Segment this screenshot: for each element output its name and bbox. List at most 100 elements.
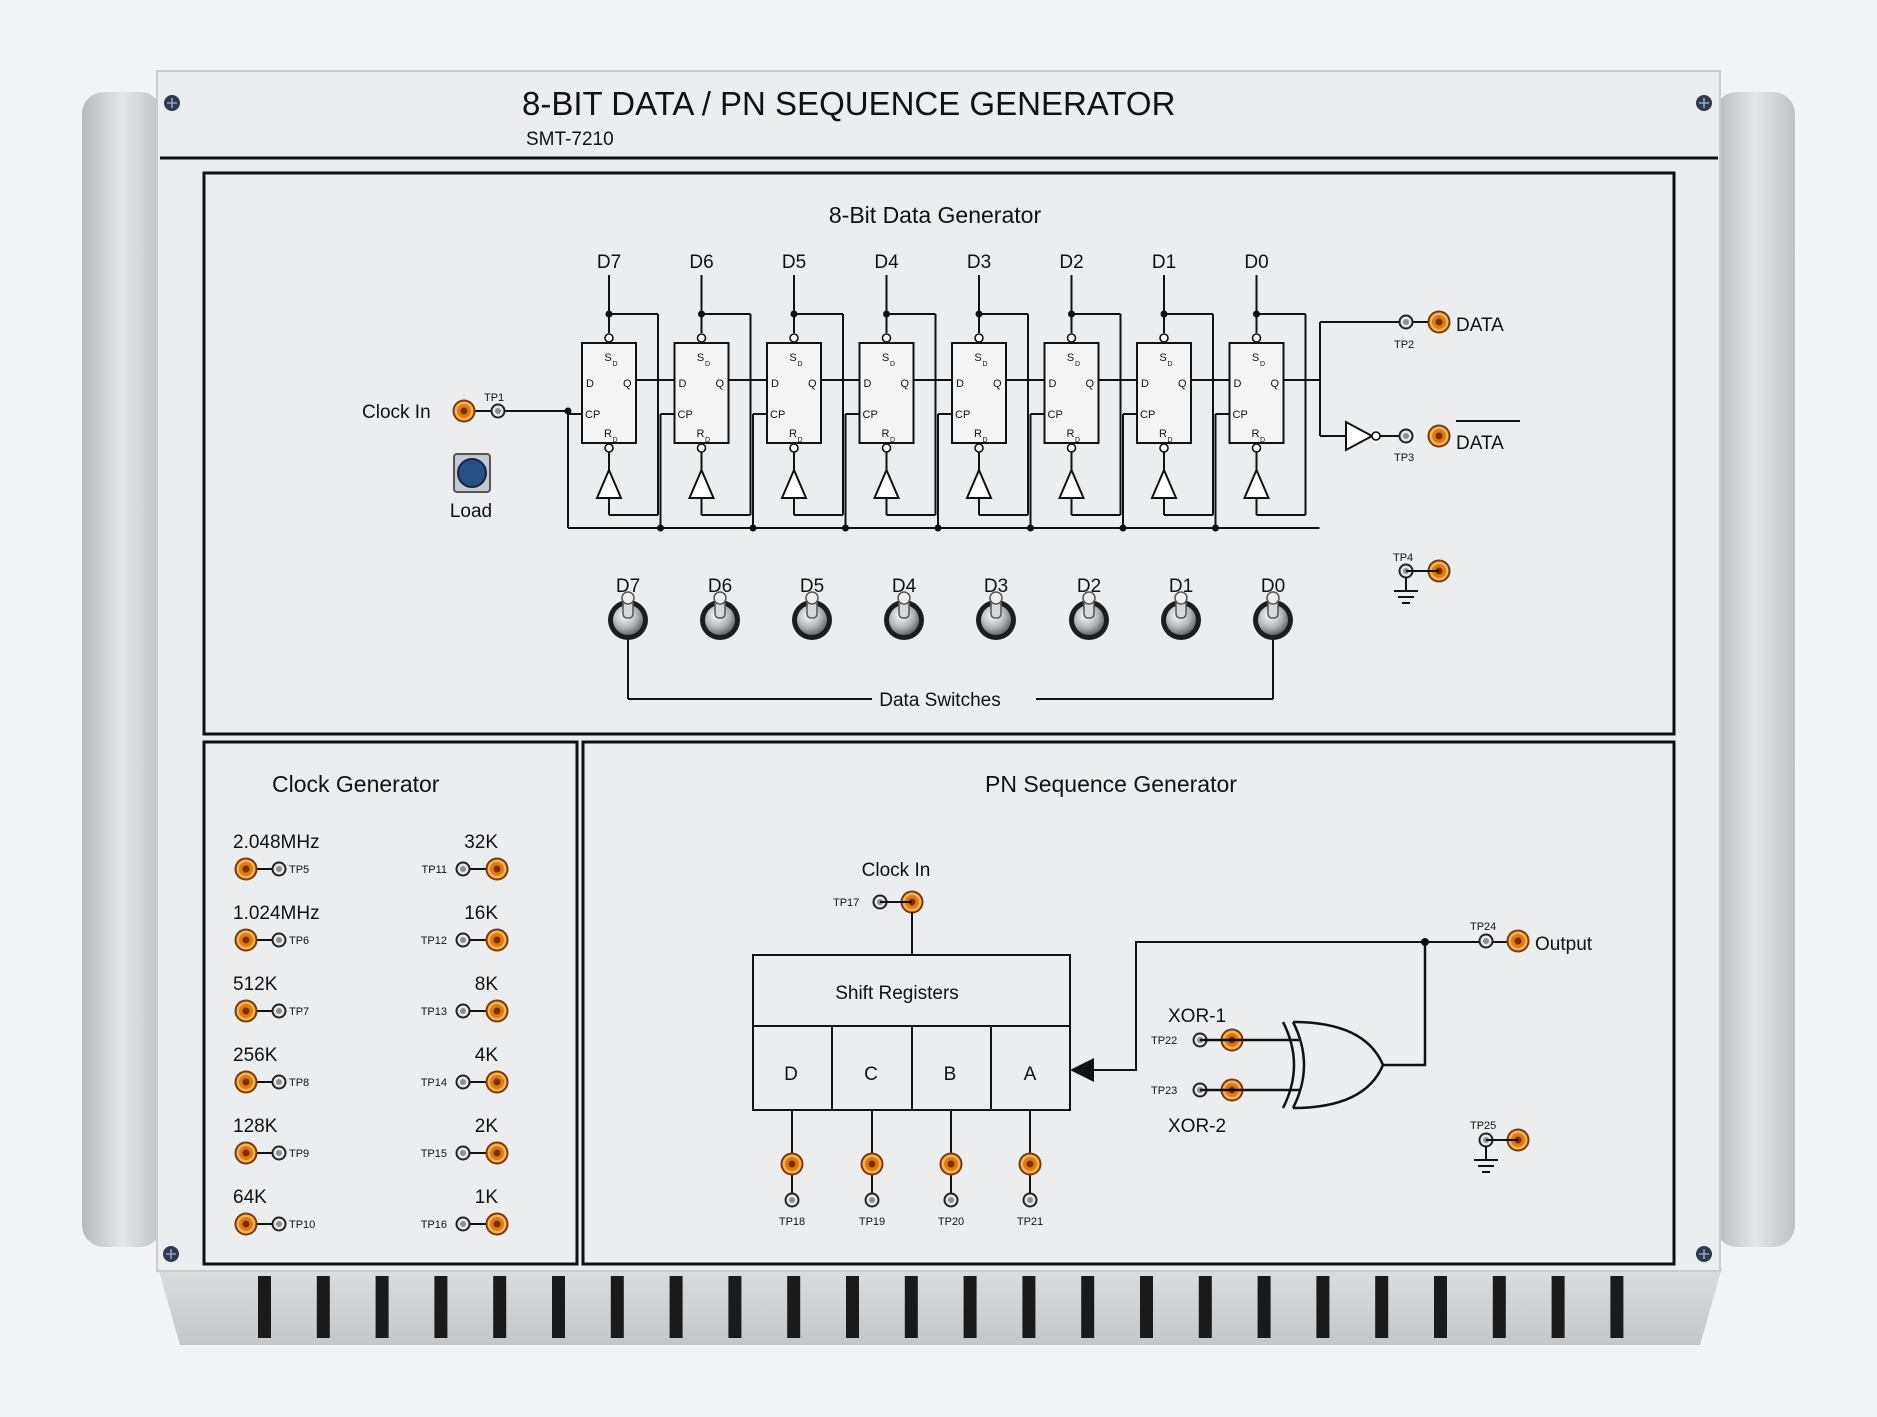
clock-freq-label: 4K (475, 1045, 499, 1066)
vent-slot (258, 1276, 271, 1338)
shift-testpoint[interactable] (784, 1192, 800, 1208)
rd-pin-sub: D (797, 437, 802, 444)
clock-output-jack[interactable] (485, 1141, 509, 1165)
cp-pin: CP (1048, 409, 1063, 421)
toggle-switch-d1[interactable] (1161, 591, 1201, 640)
clock-testpoint[interactable] (271, 1145, 287, 1161)
toggle-switch-d6[interactable] (700, 591, 740, 640)
d-pin: D (1141, 378, 1149, 390)
sd-pin-sub: D (797, 361, 802, 368)
toggle-switch-d0[interactable] (1253, 591, 1293, 640)
clock-output-jack[interactable] (234, 999, 258, 1023)
toggle-switch-d7[interactable] (608, 591, 648, 640)
q-pin: Q (1086, 378, 1095, 390)
q-pin: Q (1271, 378, 1280, 390)
clock-testpoint[interactable] (271, 932, 287, 948)
clock-freq-label: 512K (233, 974, 278, 995)
xor-gate-icon (1200, 942, 1427, 1110)
clock-freq-label: 64K (233, 1187, 267, 1208)
clock-output-jack[interactable] (485, 999, 509, 1023)
clock-testpoint[interactable] (271, 1003, 287, 1019)
rd-pin-sub: D (1260, 437, 1265, 444)
vent-slot (1022, 1276, 1036, 1338)
clock-testpoint[interactable] (455, 1216, 471, 1232)
clock-testpoint[interactable] (455, 1074, 471, 1090)
q-pin: Q (1178, 378, 1187, 390)
vent-slot (1610, 1276, 1624, 1338)
toggle-switch-d5[interactable] (792, 591, 832, 640)
shift-testpoint[interactable] (864, 1192, 880, 1208)
shift-testpoint[interactable] (943, 1192, 959, 1208)
sd-pin: S (974, 352, 981, 364)
sd-pin: S (604, 352, 611, 364)
shift-register-block (752, 954, 1071, 1111)
clock-output-jack[interactable] (234, 928, 258, 952)
tp24-testpoint[interactable] (1478, 933, 1494, 949)
clock-testpoint[interactable] (271, 861, 287, 877)
vent-slot (669, 1276, 683, 1338)
bit-label: D5 (782, 252, 806, 273)
screw-icon (1695, 94, 1713, 112)
clock-testpoint[interactable] (271, 1074, 287, 1090)
clock-tp-label: TP12 (421, 935, 447, 947)
sd-pin-sub: D (612, 361, 617, 368)
toggle-switch-d4[interactable] (884, 591, 924, 640)
cp-pin: CP (585, 409, 600, 421)
q-pin: Q (808, 378, 817, 390)
clock-output-jack[interactable] (234, 1070, 258, 1094)
clock-freq-label: 2K (475, 1116, 499, 1137)
data-output-jack[interactable] (1427, 310, 1451, 334)
clock-freq-label: 1.024MHz (233, 903, 320, 924)
load-label: Load (450, 501, 492, 522)
shift-testpoint[interactable] (1022, 1192, 1038, 1208)
clock-testpoint[interactable] (455, 1003, 471, 1019)
shift-tap-jack[interactable] (1018, 1152, 1042, 1176)
shift-tap-jack[interactable] (780, 1152, 804, 1176)
shift-cell-c: C (864, 1064, 878, 1085)
clock-output-jack[interactable] (485, 928, 509, 952)
tp22-label: TP22 (1151, 1035, 1177, 1047)
rd-pin: R (697, 428, 705, 440)
load-button-cap[interactable] (457, 458, 487, 488)
clock-output-jack[interactable] (485, 857, 509, 881)
clock-testpoint[interactable] (455, 861, 471, 877)
shift-tap-jack[interactable] (939, 1152, 963, 1176)
clock-in-jack[interactable] (452, 399, 476, 423)
vent-slot (1198, 1276, 1212, 1338)
sd-pin-sub: D (1167, 361, 1172, 368)
vent-slot (728, 1276, 742, 1338)
rd-pin-sub: D (982, 437, 987, 444)
tp2-testpoint[interactable] (1398, 314, 1414, 330)
clock-output-jack[interactable] (234, 1212, 258, 1236)
shift-tap-jack[interactable] (860, 1152, 884, 1176)
tp3-testpoint[interactable] (1398, 428, 1414, 444)
screw-icon (1695, 1245, 1713, 1263)
data-inverted-output-jack[interactable] (1427, 424, 1451, 448)
tp1-testpoint[interactable] (490, 403, 506, 419)
clock-output-jack[interactable] (234, 857, 258, 881)
bit-label: D0 (1244, 252, 1268, 273)
clock-testpoint[interactable] (455, 1145, 471, 1161)
clock-testpoint[interactable] (271, 1216, 287, 1232)
clock-output-jack[interactable] (234, 1141, 258, 1165)
xor2-label: XOR-2 (1168, 1116, 1226, 1137)
clock-output-jack[interactable] (485, 1070, 509, 1094)
inverter-icon (1345, 420, 1375, 452)
toggle-switch-d3[interactable] (976, 591, 1016, 640)
clock-output-jack[interactable] (485, 1212, 509, 1236)
bit-label: D3 (967, 252, 991, 273)
cp-pin: CP (955, 409, 970, 421)
data-switches-caption: Data Switches (879, 690, 1000, 711)
pn-generator-section (581, 740, 1676, 1266)
clock-freq-label: 16K (464, 903, 498, 924)
d-pin: D (771, 378, 779, 390)
clock-tp-label: TP11 (422, 864, 447, 876)
vent-slot (1081, 1276, 1095, 1338)
tp24-label: TP24 (1470, 921, 1496, 933)
clock-testpoint[interactable] (455, 932, 471, 948)
sd-pin: S (789, 352, 796, 364)
toggle-switch-d2[interactable] (1069, 591, 1109, 640)
pn-output-jack[interactable] (1506, 929, 1530, 953)
